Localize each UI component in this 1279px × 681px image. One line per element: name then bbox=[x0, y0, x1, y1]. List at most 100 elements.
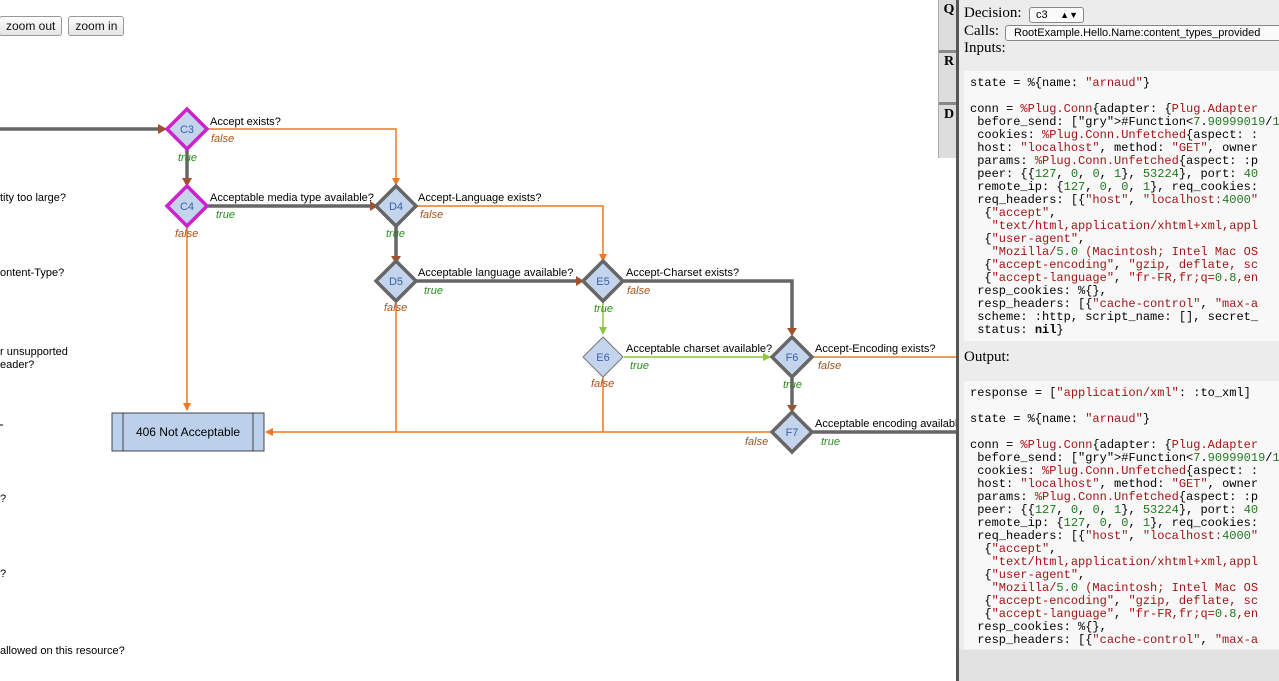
question-partial-b: ? bbox=[0, 568, 6, 580]
question-d4: Accept-Language exists? bbox=[418, 192, 542, 204]
node-c3-label: C3 bbox=[180, 124, 194, 136]
zoom-in-button[interactable]: zoom in bbox=[68, 16, 125, 36]
end-node-406[interactable]: 406 Not Acceptable bbox=[111, 412, 265, 452]
end-node-label: 406 Not Acceptable bbox=[136, 425, 240, 439]
true-label-e6: true bbox=[630, 360, 649, 372]
question-entity-too-large: tity too large? bbox=[0, 192, 66, 204]
output-code-line: {"accept-language", "fr-FR,fr;q=0.8,en bbox=[970, 607, 1259, 621]
input-code-line: "Mozilla/5.0 (Macintosh; Intel Mac OS bbox=[991, 245, 1259, 259]
input-code-line: resp_headers: [{"cache-control", "max-a bbox=[970, 297, 1259, 311]
edge-e5-f6 bbox=[624, 279, 794, 333]
zoom-out-button[interactable]: zoom out bbox=[0, 16, 63, 36]
decision-value: c3 bbox=[1036, 9, 1048, 21]
output-code-line: state = %{name: "arnaud"} bbox=[970, 412, 1151, 426]
false-label-d4: false bbox=[420, 209, 443, 221]
output-code-line: resp_headers: [{"cache-control", "max-a bbox=[970, 633, 1259, 647]
node-f7-label: F7 bbox=[786, 427, 799, 439]
false-label-e5: false bbox=[627, 285, 650, 297]
output-code-line: params: %Plug.Conn.Unfetched{aspect: :p bbox=[970, 490, 1259, 504]
true-label-d5: true bbox=[424, 285, 443, 297]
output-code-block: response = ["application/xml": :to_xml] … bbox=[964, 381, 1279, 649]
false-label-e6: false bbox=[591, 378, 614, 390]
node-d5-label: D5 bbox=[389, 276, 403, 288]
input-code-line: host: "localhost", method: "GET", owner bbox=[970, 141, 1259, 155]
zoom-toolbar: zoom out zoom in bbox=[0, 16, 125, 36]
tab-q[interactable]: Q bbox=[943, 2, 955, 17]
panel-footer bbox=[959, 650, 1279, 681]
output-code-line: {"user-agent", bbox=[970, 568, 1086, 582]
tab-d[interactable]: D bbox=[943, 107, 955, 122]
input-code-line: remote_ip: {127, 0, 0, 1}, req_cookies: bbox=[970, 180, 1259, 194]
false-label-c3: false bbox=[211, 133, 234, 145]
input-code-line: peer: {{127, 0, 0, 1}, 53224}, port: 40 bbox=[970, 167, 1259, 181]
calls-select[interactable]: RootExample.Hello.Name:content_types_pro… bbox=[1005, 25, 1279, 41]
input-code-line: {"user-agent", bbox=[970, 232, 1086, 246]
input-code-line: {"accept-language", "fr-FR,fr;q=0.8,en bbox=[970, 271, 1259, 285]
output-code-line: peer: {{127, 0, 0, 1}, 53224}, port: 40 bbox=[970, 503, 1259, 517]
calls-value: RootExample.Hello.Name:content_types_pro… bbox=[1014, 27, 1261, 39]
panel-resize-handle[interactable] bbox=[956, 0, 959, 681]
traversed-edges bbox=[0, 127, 958, 434]
node-c3[interactable]: C3 bbox=[164, 106, 210, 152]
node-d4-label: D4 bbox=[389, 201, 403, 213]
input-code-line: conn = %Plug.Conn{adapter: {Plug.Adapter bbox=[970, 102, 1259, 116]
input-code-line: params: %Plug.Conn.Unfetched{aspect: :p bbox=[970, 154, 1259, 168]
tab-r[interactable]: R bbox=[943, 54, 955, 69]
input-code-line: resp_cookies: %{}, bbox=[970, 284, 1107, 298]
input-code-line: state = %{name: "arnaud"} bbox=[970, 76, 1151, 90]
question-unsupported-1: r unsupported bbox=[0, 346, 68, 358]
flow-diagram-area[interactable]: 406 Not Acceptable C3 C4 D4 D5 E5 E6 bbox=[0, 0, 958, 681]
input-code-line: {"accept", bbox=[970, 206, 1057, 220]
node-f7[interactable]: F7 bbox=[769, 409, 815, 455]
node-e5[interactable]: E5 bbox=[580, 258, 626, 304]
node-e6[interactable]: E6 bbox=[582, 336, 624, 378]
decision-label: Decision: bbox=[964, 5, 1022, 21]
true-label-c4: true bbox=[216, 209, 235, 221]
output-code-line: response = ["application/xml": :to_xml] bbox=[970, 386, 1251, 400]
input-code-line: req_headers: [{"host", "localhost:4000" bbox=[970, 193, 1259, 207]
output-code-line: req_headers: [{"host", "localhost:4000" bbox=[970, 529, 1259, 543]
false-edges bbox=[183, 128, 958, 436]
output-code-line: resp_cookies: %{}, bbox=[970, 620, 1107, 634]
false-label-f6: false bbox=[818, 360, 841, 372]
output-code-line: remote_ip: {127, 0, 0, 1}, req_cookies: bbox=[970, 516, 1259, 530]
node-e6-label: E6 bbox=[596, 352, 609, 364]
edge-d4-false bbox=[416, 205, 607, 262]
false-label-f7: false bbox=[745, 436, 768, 448]
question-c4: Acceptable media type available? bbox=[210, 192, 374, 204]
inputs-label: Inputs: bbox=[964, 40, 1006, 56]
node-d4[interactable]: D4 bbox=[373, 183, 419, 229]
output-code-line: "text/html,application/xhtml+xml,appl bbox=[991, 555, 1259, 569]
output-code-line: "Mozilla/5.0 (Macintosh; Intel Mac OS bbox=[991, 581, 1259, 595]
input-code-line: before_send: ["gry">#Function<7.90999019… bbox=[970, 115, 1279, 129]
true-label-f6: true bbox=[783, 379, 802, 391]
question-e5: Accept-Charset exists? bbox=[626, 267, 739, 279]
output-label: Output: bbox=[964, 349, 1010, 365]
input-code-line: scheme: :http, script_name: [], secret_ bbox=[970, 310, 1259, 324]
input-code-line: {"accept-encoding", "gzip, deflate, sc bbox=[970, 258, 1259, 272]
question-c3: Accept exists? bbox=[210, 116, 281, 128]
node-d5[interactable]: D5 bbox=[373, 258, 419, 304]
inspector-panel: Decision: c3 ▲▼ Calls: RootExample.Hello… bbox=[959, 0, 1279, 681]
question-e6: Acceptable charset available? bbox=[626, 343, 772, 355]
question-allowed: allowed on this resource? bbox=[0, 645, 125, 657]
output-code-line: conn = %Plug.Conn{adapter: {Plug.Adapter bbox=[970, 438, 1259, 452]
inputs-code-block: state = %{name: "arnaud"} conn = %Plug.C… bbox=[964, 71, 1279, 341]
node-c4[interactable]: C4 bbox=[164, 183, 210, 229]
tab-separator bbox=[939, 50, 959, 53]
question-content-type: ontent-Type? bbox=[0, 267, 64, 279]
output-code-line: host: "localhost", method: "GET", owner bbox=[970, 477, 1259, 491]
output-code-line: cookies: %Plug.Conn.Unfetched{aspect: : bbox=[970, 464, 1259, 478]
true-label-d4: true bbox=[386, 228, 405, 240]
output-code-line: {"accept", bbox=[970, 542, 1057, 556]
decision-select[interactable]: c3 ▲▼ bbox=[1029, 7, 1084, 23]
question-f7: Acceptable encoding availabl bbox=[815, 418, 958, 430]
decision-flow-diagram[interactable]: 406 Not Acceptable C3 C4 D4 D5 E5 E6 bbox=[0, 0, 958, 681]
node-f6-label: F6 bbox=[786, 352, 799, 364]
true-label-c3: true bbox=[178, 152, 197, 164]
false-label-c4: false bbox=[175, 228, 198, 240]
question-d5: Acceptable language available? bbox=[418, 267, 573, 279]
node-f6[interactable]: F6 bbox=[769, 334, 815, 380]
panel-tabs: Q R D bbox=[938, 0, 959, 158]
question-unsupported-2: eader? bbox=[0, 359, 34, 371]
